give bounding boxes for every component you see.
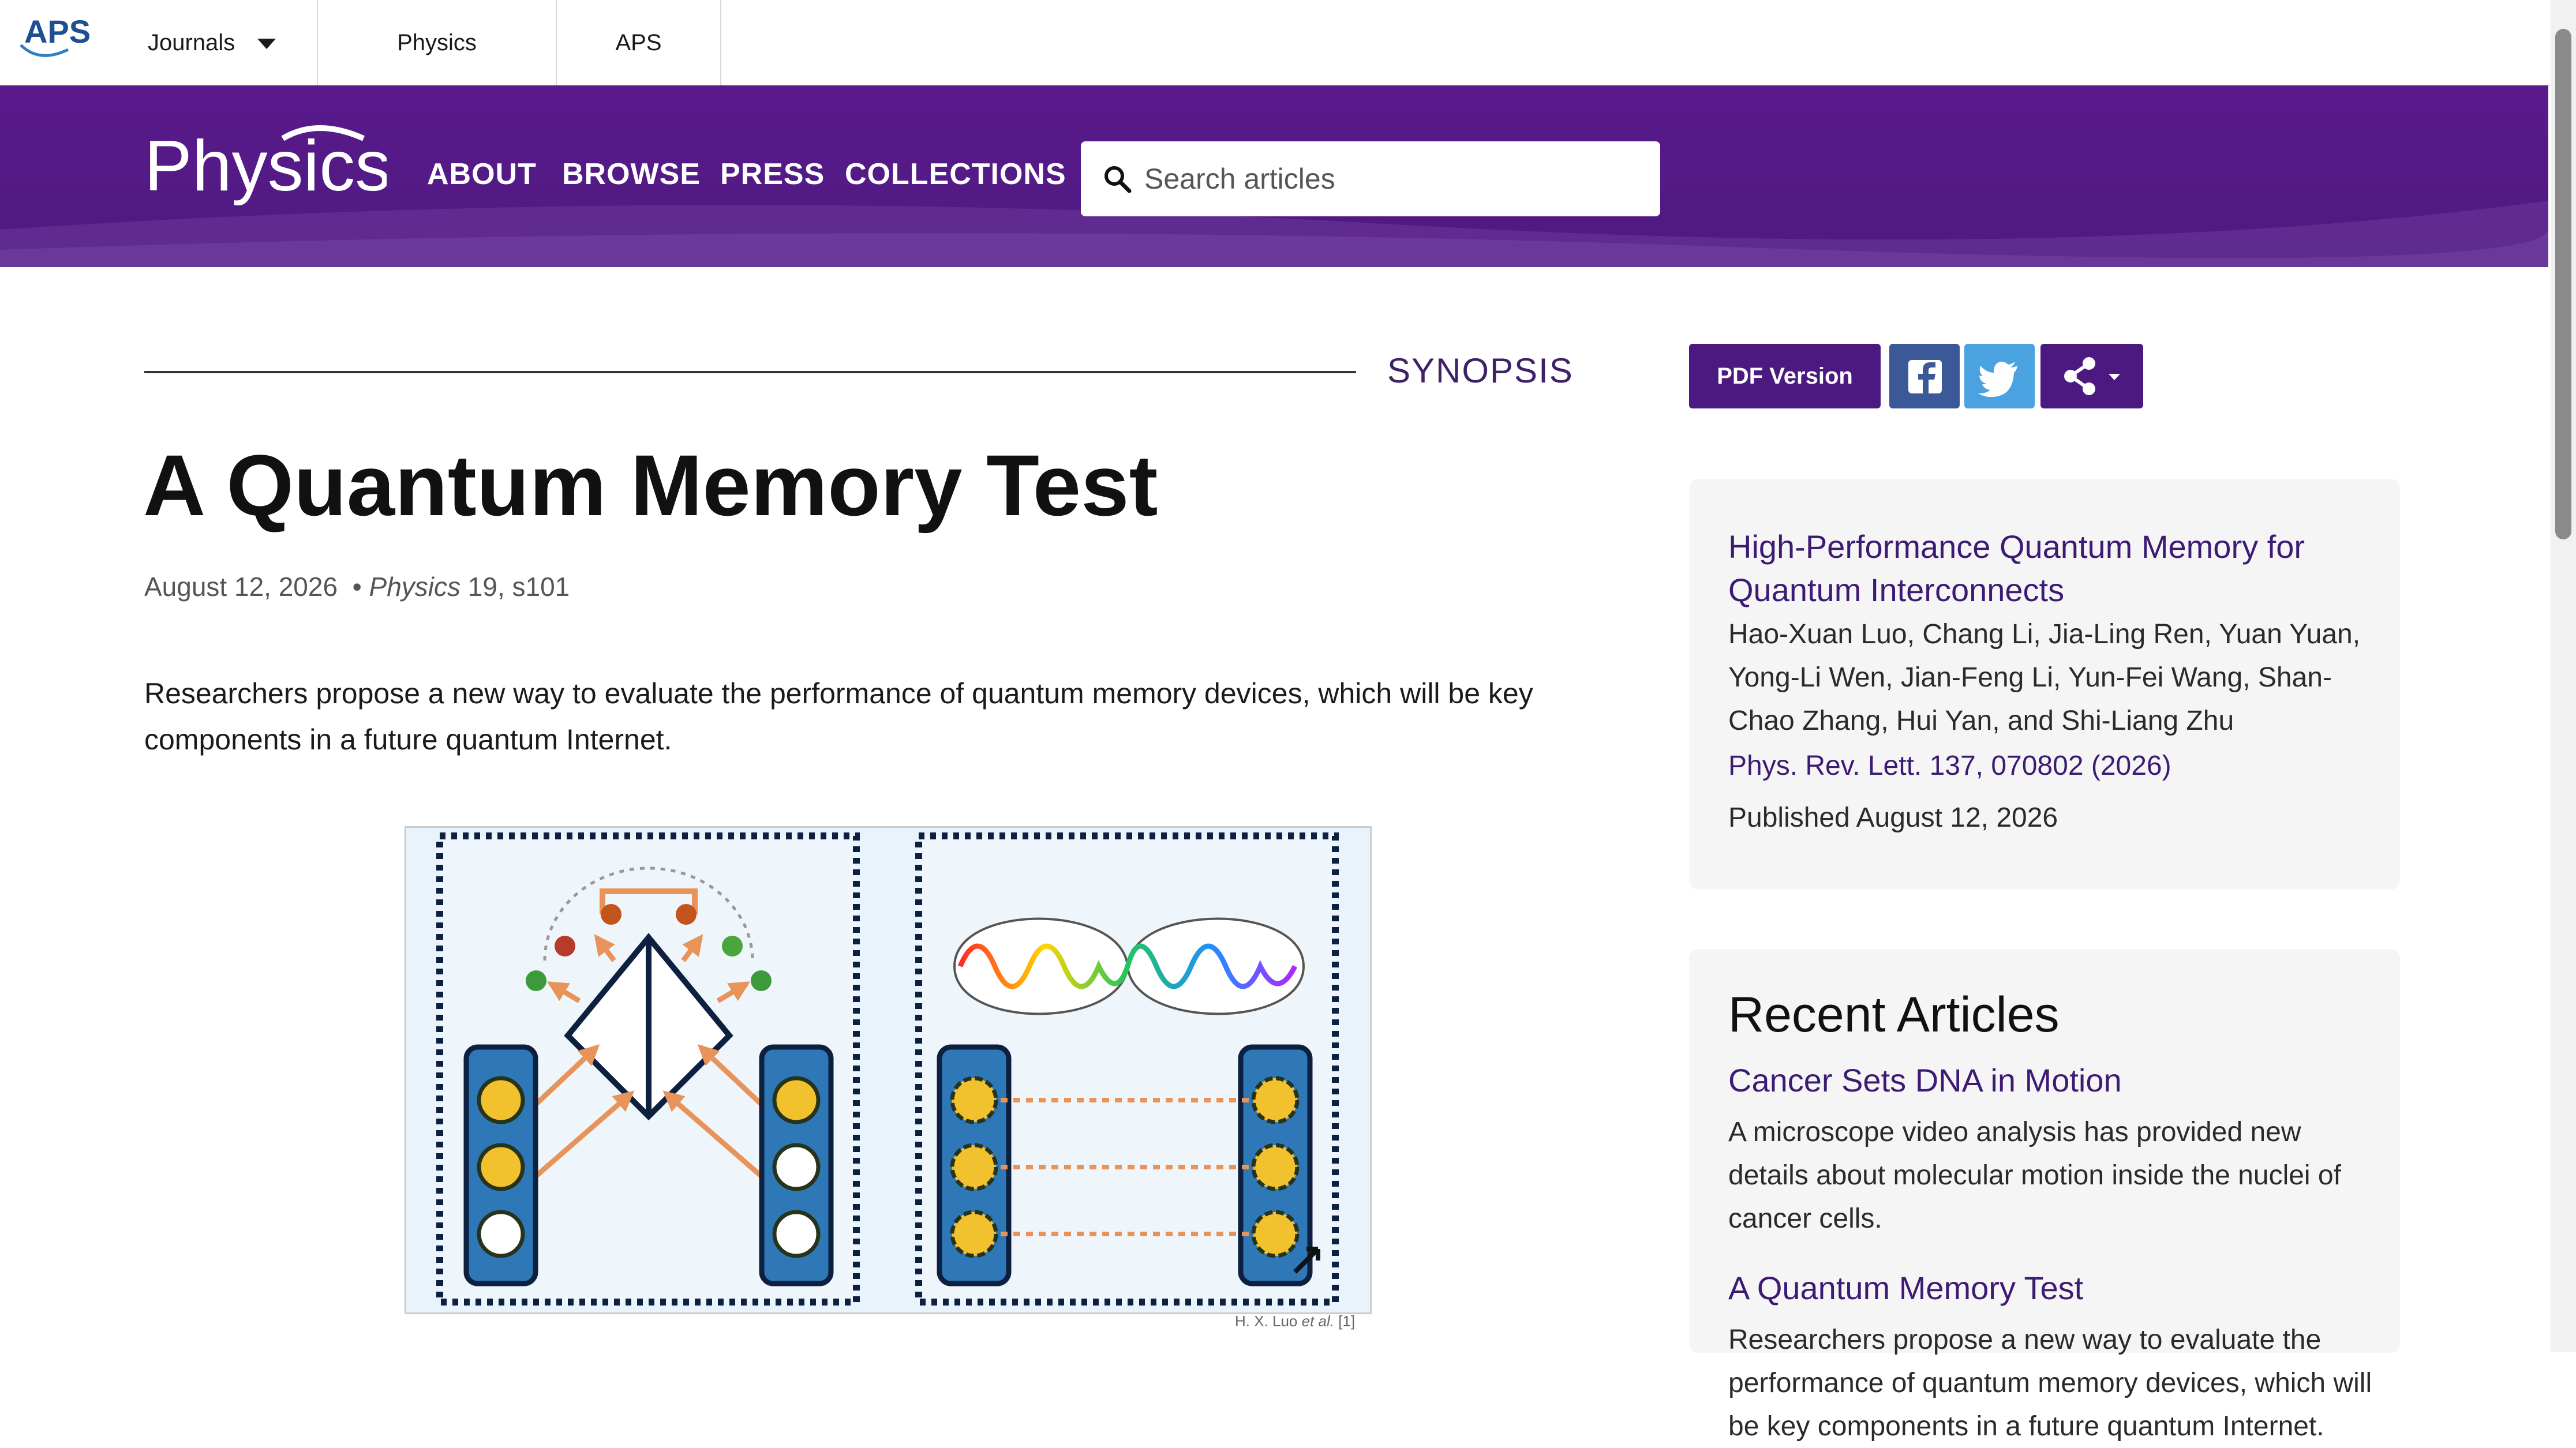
- article-date: August 12, 2026: [144, 572, 338, 602]
- article-figure[interactable]: [405, 826, 1372, 1314]
- article-meta: August 12, 2026 • Physics 19, s101: [144, 571, 570, 602]
- nav-browse[interactable]: BROWSE: [562, 157, 701, 191]
- nav-press[interactable]: PRESS: [720, 157, 825, 191]
- share-icon: [2064, 357, 2120, 395]
- pdf-version-button[interactable]: PDF Version: [1689, 344, 1881, 408]
- related-paper-reference[interactable]: Phys. Rev. Lett. 137, 070802 (2026): [1728, 751, 2171, 781]
- nav-about[interactable]: ABOUT: [427, 157, 537, 191]
- recent-article-title[interactable]: Cancer Sets DNA in Motion: [1728, 1062, 2122, 1098]
- physics-magazine-link[interactable]: Physics Magazine: [318, 0, 557, 141]
- facebook-share-button[interactable]: [1889, 344, 1960, 408]
- meta-separator: •: [345, 572, 369, 602]
- twitter-share-button[interactable]: [1964, 344, 2035, 408]
- search-input[interactable]: [1143, 155, 1642, 202]
- scrollbar-thumb[interactable]: [2555, 29, 2571, 539]
- physics-logo[interactable]: Physics: [144, 121, 391, 213]
- banner-wave-decoration: [0, 201, 2548, 267]
- twitter-icon: [1978, 361, 2017, 397]
- aps-logo-text: APS: [24, 13, 91, 50]
- journal-name: Physics: [369, 572, 460, 602]
- figure-credit-etal: et al.: [1301, 1312, 1335, 1330]
- related-paper-card: High-Performance Quantum Memory for Quan…: [1689, 479, 2400, 890]
- journals-label: Journals: [148, 30, 235, 55]
- share-menu-button[interactable]: [2040, 344, 2143, 408]
- search-box[interactable]: [1081, 141, 1660, 216]
- expand-icon: [1293, 1247, 1320, 1274]
- top-utility-bar: APS Journals Physics Magazine APS News: [0, 0, 2551, 141]
- site-header: Physics ABOUT BROWSE PRESS COLLECTIONS: [0, 85, 2548, 267]
- figure-credit-author: H. X. Luo: [1235, 1312, 1298, 1330]
- search-icon: [1104, 166, 1132, 193]
- related-paper-title[interactable]: High-Performance Quantum Memory for Quan…: [1728, 528, 2305, 608]
- article-lede: Researchers propose a new way to evaluat…: [144, 677, 1533, 756]
- recent-article-description: Researchers propose a new way to evaluat…: [1728, 1325, 2372, 1442]
- aps-logo[interactable]: APS: [16, 12, 103, 63]
- recent-articles-heading: Recent Articles: [1728, 987, 2060, 1042]
- journals-menu[interactable]: Journals: [120, 0, 318, 85]
- caret-down-icon: [257, 39, 276, 50]
- figure-credit-ref: [1]: [1338, 1312, 1356, 1330]
- figure-credit: H. X. Luo et al. [1]: [1235, 1312, 1355, 1330]
- detector-icons: [526, 904, 772, 991]
- recent-article-description: A microscope video analysis has provided…: [1728, 1117, 2341, 1234]
- related-paper-authors: Hao-Xuan Luo, Chang Li, Jia-Ling Ren, Yu…: [1728, 619, 2361, 736]
- section-divider: [144, 371, 1356, 373]
- volume-reference: 19, s101: [467, 572, 570, 602]
- facebook-icon: [1908, 360, 1942, 393]
- nav-collections[interactable]: COLLECTIONS: [845, 157, 1066, 191]
- recent-article-title[interactable]: A Quantum Memory Test: [1728, 1270, 2084, 1306]
- recent-articles-card: Recent Articles Cancer Sets DNA in Motio…: [1689, 949, 2400, 1442]
- related-paper-published: Published August 12, 2026: [1728, 802, 2058, 833]
- physics-logo-text: Physics: [144, 126, 387, 206]
- aps-news-link[interactable]: APS News: [557, 0, 721, 141]
- article-title: A Quantum Memory Test: [143, 437, 1158, 534]
- section-label: SYNOPSIS: [1387, 351, 1574, 390]
